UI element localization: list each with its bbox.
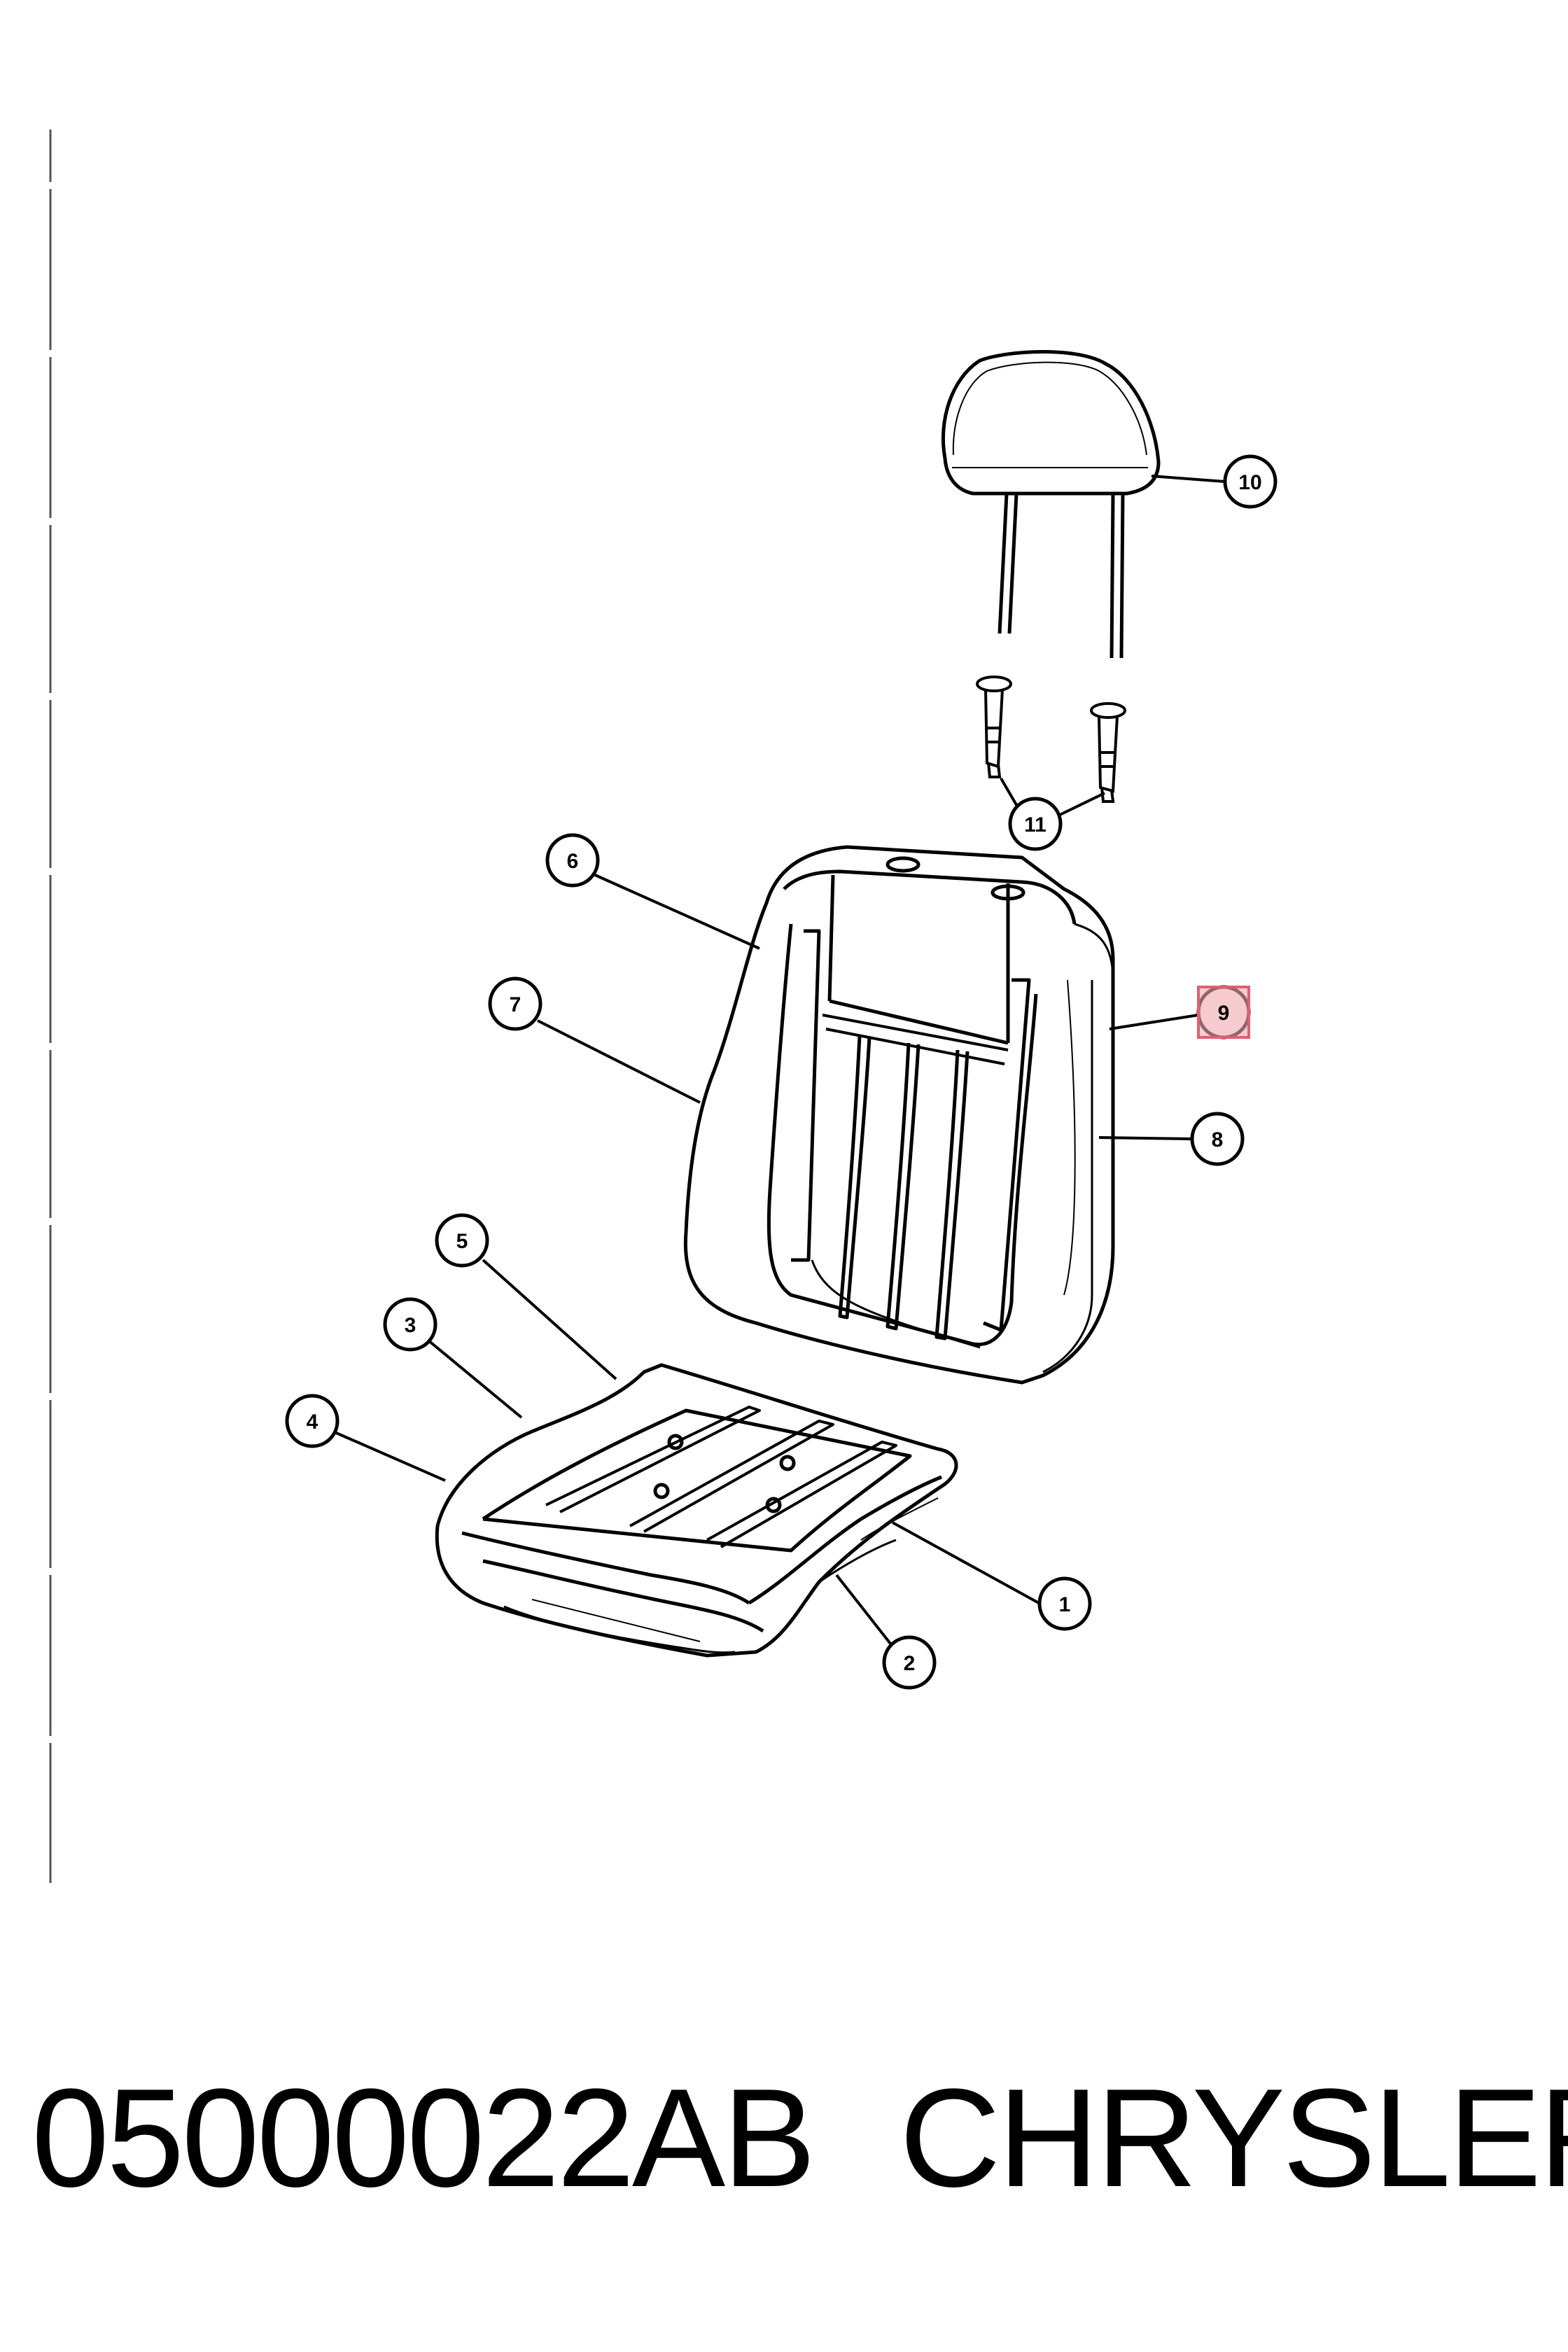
leader-3: [427, 1339, 523, 1419]
leader-2: [835, 1574, 892, 1645]
leader-lines: [334, 475, 1226, 1645]
leader-7: [537, 1019, 701, 1104]
seat-cushion: [435, 1363, 958, 1658]
headrest-guides: [976, 676, 1126, 803]
brand-caption: CHRYSLER: [899, 2060, 1568, 2216]
highlight-box: [1197, 986, 1250, 1039]
leader-1: [892, 1521, 1040, 1604]
callout-4-label: 4: [307, 1410, 318, 1434]
callout-2-label: 2: [904, 1652, 916, 1675]
leader-6: [594, 874, 760, 950]
callout-9-highlighted[interactable]: 9: [1196, 985, 1251, 1040]
callout-11-label: 11: [1024, 813, 1046, 836]
callout-8-label: 8: [1212, 1128, 1224, 1152]
leader-8: [1098, 1136, 1194, 1140]
callout-1[interactable]: 1: [1037, 1576, 1092, 1631]
callout-10-label: 10: [1238, 471, 1261, 494]
callout-9-label: 9: [1218, 1002, 1230, 1025]
leader-4: [334, 1431, 446, 1482]
callout-7[interactable]: 7: [488, 976, 542, 1031]
callout-5-label: 5: [456, 1230, 468, 1253]
callout-3[interactable]: 3: [383, 1297, 438, 1352]
callout-7-label: 7: [510, 993, 522, 1016]
seat-back: [683, 845, 1115, 1385]
leader-5: [482, 1259, 617, 1380]
callout-11[interactable]: 11: [1008, 797, 1063, 851]
callout-8[interactable]: 8: [1190, 1112, 1245, 1166]
part-number-caption: 05000022AB: [31, 2060, 816, 2216]
callout-1-label: 1: [1059, 1593, 1071, 1616]
headrest: [941, 350, 1161, 659]
callout-5[interactable]: 5: [435, 1213, 489, 1268]
leader-9: [1109, 1014, 1199, 1030]
callout-10[interactable]: 10: [1223, 454, 1278, 509]
callout-3-label: 3: [405, 1314, 416, 1337]
callout-4[interactable]: 4: [285, 1394, 340, 1448]
leader-11b: [1058, 792, 1105, 817]
callout-2[interactable]: 2: [882, 1635, 937, 1690]
callout-6[interactable]: 6: [545, 833, 600, 888]
leader-11a: [1000, 777, 1020, 810]
callout-6-label: 6: [567, 850, 579, 873]
leader-10: [1151, 475, 1226, 483]
